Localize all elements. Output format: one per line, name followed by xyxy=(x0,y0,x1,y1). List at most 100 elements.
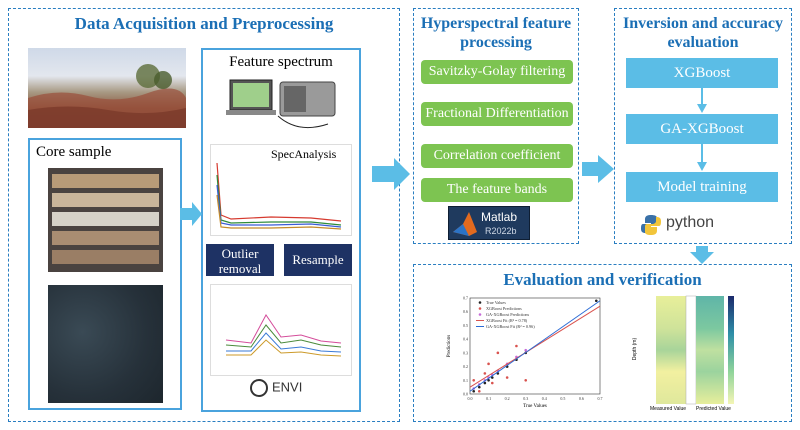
y-tick-label: 0.3 xyxy=(463,350,468,355)
evaluation-panel xyxy=(413,264,792,422)
core-tray-graphic xyxy=(52,174,159,264)
fit-line xyxy=(469,300,601,392)
core-tray-photo xyxy=(48,168,163,272)
y-tick-label: 0.4 xyxy=(463,337,468,342)
legend-marker xyxy=(478,313,482,316)
heatmap-xlabel-measured: Measured Value xyxy=(650,406,687,412)
data-point xyxy=(496,351,500,355)
envi-chart xyxy=(210,284,352,376)
scatter-xlabel: True Values xyxy=(523,404,547,409)
data-point xyxy=(483,381,487,385)
legend-entry: XGBoost Fit (R² = 0.78) xyxy=(486,318,528,323)
data-point xyxy=(487,362,490,366)
specanalysis-label: SpecAnalysis xyxy=(271,147,337,161)
y-tick-label: 0.1 xyxy=(463,378,468,383)
python-logo: python xyxy=(640,212,750,238)
data-point xyxy=(477,385,481,389)
x-tick-label: 0.1 xyxy=(486,396,491,401)
resample-box: Resample xyxy=(284,244,352,276)
core-sample-box xyxy=(28,138,182,410)
envi-logo: ENVI xyxy=(250,379,320,399)
y-tick-label: 0.5 xyxy=(463,323,468,328)
evaluation-title: Evaluation and verification xyxy=(503,270,702,289)
arrow-down-icon xyxy=(697,88,707,113)
envi-graphic xyxy=(225,314,342,357)
data-point xyxy=(505,376,509,379)
feature-spectrum-box xyxy=(201,48,361,412)
scatter-ylabel: Predictions xyxy=(447,335,452,358)
data-point xyxy=(490,381,494,385)
data-point xyxy=(490,376,494,379)
feature-spectrum-label: Feature spectrum xyxy=(229,54,333,70)
x-tick-label: 0.0 xyxy=(468,396,473,401)
data-point xyxy=(472,378,476,382)
matlab-label: Matlab xyxy=(481,210,518,224)
data-point xyxy=(477,389,481,393)
step-feature-bands: The feature bands xyxy=(421,178,573,202)
legend-entry: GA-XGBoost Predictions xyxy=(486,312,530,317)
arrow-right-icon xyxy=(180,202,202,226)
specanalysis-chart: SpecAnalysis xyxy=(210,144,352,236)
envi-icon xyxy=(250,379,268,397)
step-model-training: Model training xyxy=(626,172,778,202)
legend-marker xyxy=(478,307,482,310)
field-photo xyxy=(28,48,186,128)
inversion-panel xyxy=(614,8,792,244)
matlab-icon xyxy=(453,212,477,236)
heatmap-graphic xyxy=(656,295,734,405)
matlab-logo: Matlab R2022b xyxy=(448,206,530,240)
envi-label: ENVI xyxy=(272,379,303,395)
core-sample-label: Core sample xyxy=(36,144,112,160)
core-texture-photo xyxy=(48,285,163,403)
outlier-removal-label: Outlier removal xyxy=(218,246,262,276)
spectrometer-photo xyxy=(218,76,343,136)
data-point xyxy=(524,348,528,352)
heatmap-xlabel-predicted: Predicted Value xyxy=(696,406,731,412)
data-point xyxy=(483,372,487,375)
python-icon xyxy=(641,215,661,235)
arrow-down-icon xyxy=(697,144,707,171)
step-ga-xgboost: GA-XGBoost xyxy=(626,114,778,144)
landscape-graphic xyxy=(28,64,186,128)
depth-heatmap: Depth (m) Measured Value Predicted Value xyxy=(632,292,746,420)
legend-entry: XGBoost Predictions xyxy=(486,306,522,311)
outlier-removal-box: Outlier removal xyxy=(206,244,274,276)
legend-marker xyxy=(478,301,482,304)
step-fractional-differentiation: Fractional Differentiation xyxy=(421,102,573,126)
data-point xyxy=(524,378,528,382)
x-tick-label: 0.2 xyxy=(505,396,510,401)
y-tick-label: 0.7 xyxy=(463,296,468,301)
data-point xyxy=(472,389,476,393)
heatmap-ylabel: Depth (m) xyxy=(632,337,639,361)
matlab-version: R2022b xyxy=(485,226,517,236)
y-tick-label: 0.2 xyxy=(463,364,468,369)
scatter-plot: 0.00.0 0.1 0.1 0.2 0.2 0.3 0.3 0.4 0.4 0.5 0.5 0.6 0… xyxy=(447,296,603,410)
hyperspectral-title: Hyperspectral feature processing xyxy=(420,15,572,51)
acquisition-title: Data Acquisition and Preprocessing xyxy=(74,14,334,33)
specanalysis-graphic xyxy=(216,162,342,230)
fit-line xyxy=(469,305,601,388)
resample-label: Resample xyxy=(292,252,344,267)
step-xgboost: XGBoost xyxy=(626,58,778,88)
hyperspectral-panel xyxy=(413,8,579,244)
legend-entry: True Values xyxy=(486,300,506,305)
arrow-down-icon xyxy=(690,246,714,264)
data-point xyxy=(487,378,490,382)
step-correlation-coefficient: Correlation coefficient xyxy=(421,144,573,168)
spectrometer-graphic xyxy=(226,79,336,129)
x-tick-label: 0.4 xyxy=(542,396,547,401)
x-tick-label: 0.6 xyxy=(579,396,584,401)
x-tick-label: 0.5 xyxy=(560,396,565,401)
inversion-title: Inversion and accuracy evaluation xyxy=(623,15,783,51)
arrow-right-icon xyxy=(582,155,614,183)
data-point xyxy=(515,344,518,348)
y-tick-label: 0.0 xyxy=(463,392,468,397)
x-tick-label: 0.7 xyxy=(598,396,603,401)
step-savitzky-golay: Savitzky-Golay filtering xyxy=(421,60,573,84)
legend-entry: GA-XGBoost Fit (R² = 0.96) xyxy=(486,324,535,329)
x-tick-label: 0.3 xyxy=(523,396,528,401)
y-tick-label: 0.6 xyxy=(463,309,468,314)
data-point xyxy=(594,299,598,303)
acquisition-panel xyxy=(8,8,400,422)
